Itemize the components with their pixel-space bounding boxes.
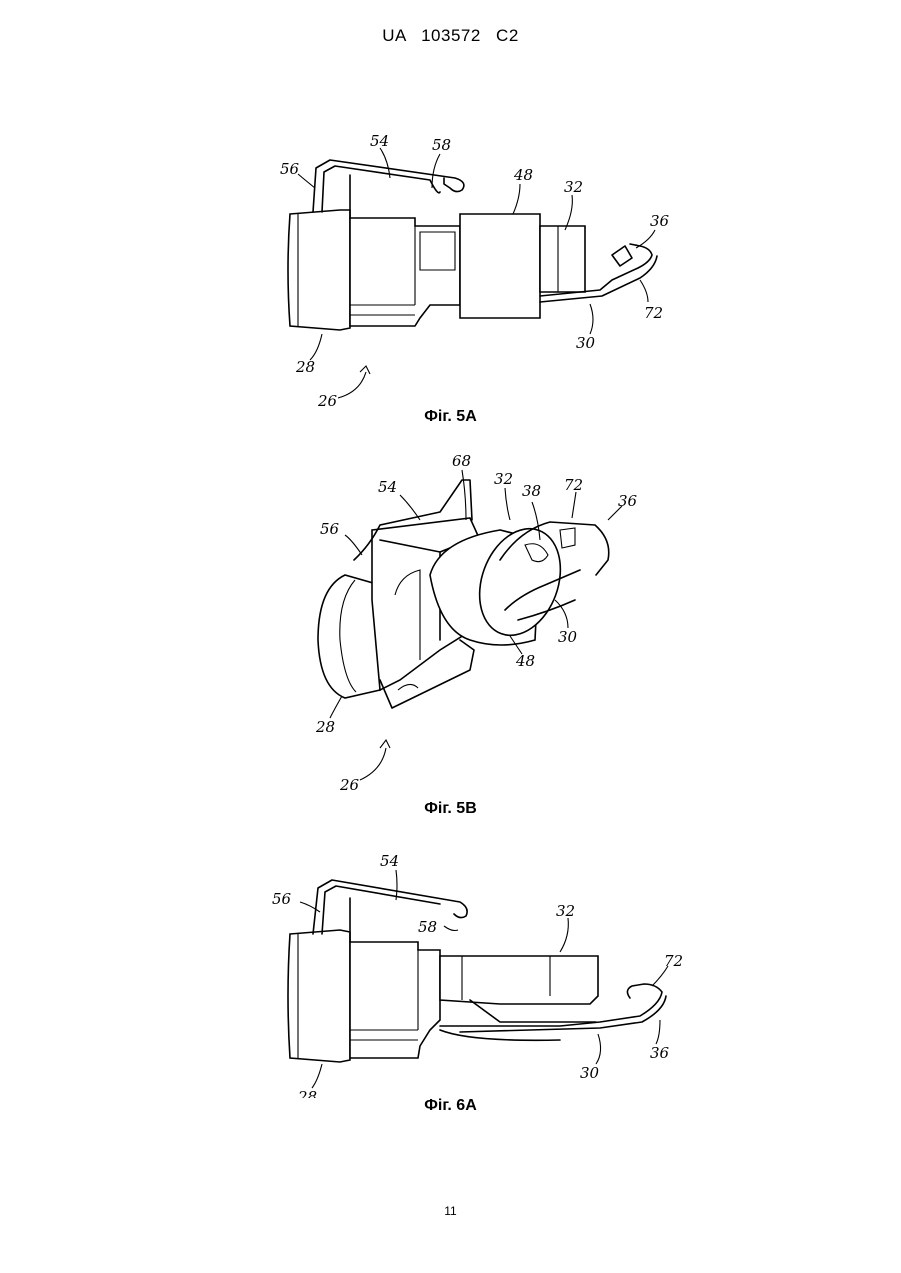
fig5a-label-30: 30 <box>576 334 596 352</box>
page-number: 11 <box>0 1204 901 1218</box>
fig5a-label-36: 36 <box>650 212 670 230</box>
fig5a-label-72: 72 <box>644 304 663 322</box>
figure-5b-drawing: 68 54 32 38 72 36 56 30 48 28 26 <box>0 446 901 806</box>
figure-5a-caption: Фіг. 5А <box>0 408 901 426</box>
figure-5b-caption: Фіг. 5В <box>0 800 901 818</box>
figure-5a-svg: 54 58 56 48 32 36 72 30 28 26 <box>0 120 901 420</box>
fig5b-label-30: 30 <box>558 628 578 646</box>
fig5b-label-32: 32 <box>494 470 513 488</box>
fig5b-label-54: 54 <box>378 478 397 496</box>
fig5a-label-58: 58 <box>432 136 451 154</box>
fig6a-label-32: 32 <box>556 902 575 920</box>
fig6a-label-58: 58 <box>418 918 437 936</box>
fig5a-label-54: 54 <box>370 132 389 150</box>
fig6a-label-54: 54 <box>380 852 399 870</box>
fig5a-label-28: 28 <box>295 358 315 376</box>
figure-6a-caption: Фіг. 6А <box>0 1097 901 1115</box>
fig5b-label-56: 56 <box>320 520 340 538</box>
fig6a-label-72: 72 <box>664 952 683 970</box>
fig5a-label-32: 32 <box>564 178 583 196</box>
fig5b-label-68: 68 <box>452 452 471 470</box>
fig5b-label-48: 48 <box>515 652 535 670</box>
fig5b-label-28: 28 <box>315 718 335 736</box>
figure-6a-svg: 54 56 58 32 72 36 30 28 <box>0 848 901 1098</box>
figure-5b-svg: 68 54 32 38 72 36 56 30 48 28 26 <box>0 446 901 806</box>
fig5a-label-48: 48 <box>513 166 533 184</box>
fig5a-label-56: 56 <box>280 160 300 178</box>
figure-6a-drawing: 54 56 58 32 72 36 30 28 <box>0 848 901 1098</box>
document-header: UA 103572 C2 <box>0 26 901 46</box>
fig6a-label-30: 30 <box>580 1064 600 1082</box>
figure-5a-drawing: 54 58 56 48 32 36 72 30 28 26 <box>0 120 901 420</box>
fig6a-label-56: 56 <box>272 890 292 908</box>
fig6a-label-36: 36 <box>650 1044 670 1062</box>
fig5b-label-72: 72 <box>564 476 583 494</box>
fig5b-label-38: 38 <box>522 482 541 500</box>
fig5b-label-26: 26 <box>339 776 360 794</box>
fig5b-label-36: 36 <box>618 492 638 510</box>
